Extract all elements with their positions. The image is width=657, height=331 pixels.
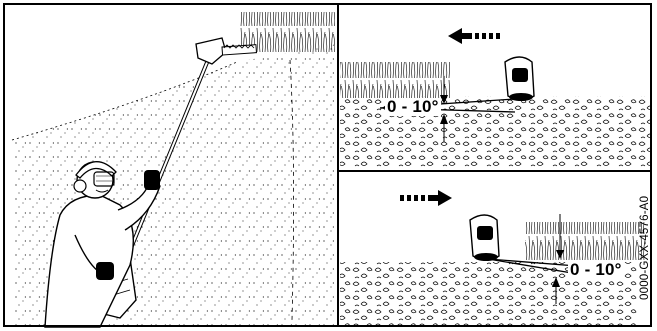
panel-divider-horizontal bbox=[337, 170, 652, 172]
panel-divider-vertical bbox=[337, 3, 339, 327]
figure-frame bbox=[3, 3, 652, 327]
angle-label-bottom: 0 - 10° bbox=[568, 261, 624, 279]
angle-label-top: 0 - 10° bbox=[385, 98, 441, 116]
figure-code: 0000-GXX-4576-A0 bbox=[639, 196, 651, 300]
